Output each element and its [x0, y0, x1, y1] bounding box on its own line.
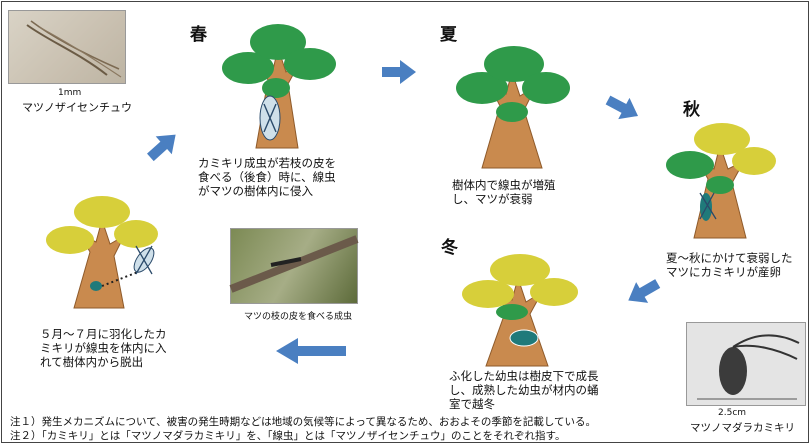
season-autumn: 秋	[683, 100, 700, 120]
caption-summer: 樹体内で線虫が増殖し、マツが衰弱	[452, 178, 556, 206]
branch-image	[229, 235, 359, 293]
arrow-right-spring-summer-icon	[382, 60, 416, 84]
nematode-image	[26, 20, 122, 78]
pine-tree-summer-icon	[456, 46, 570, 169]
note-1: 注１）発生メカニズムについて、被害の発生時期などは地域の気候等によって異なるため…	[10, 416, 597, 428]
note-2: 注２）「カミキリ」とは「マツノマダラカミキリ」を、「線虫」とは「マツノザイセンチ…	[10, 430, 566, 442]
beetle-label: マツノマダラカミキリ	[690, 422, 795, 434]
nematode-photo	[8, 10, 126, 84]
caption-emerge: ５月～７月に羽化したカミキリが線虫を体内に入れて樹体内から脱出	[40, 327, 167, 369]
caption-winter: ふ化した幼虫は樹皮下で成長し、成熟した幼虫が材内の蛹室で越冬	[449, 369, 599, 411]
feeding-photo	[229, 228, 359, 304]
nematode-scale: 1mm	[58, 88, 82, 98]
pine-tree-spring-icon	[222, 24, 336, 149]
pine-tree-autumn-icon	[666, 123, 776, 239]
beetle-photo	[686, 322, 806, 406]
caption-autumn: 夏～秋にかけて衰弱したマツにカミキリが産卵	[666, 251, 793, 279]
arrow-autumn-winter-icon	[628, 279, 661, 303]
pine-tree-emerge-icon	[46, 196, 158, 309]
nematode-label: マツノザイセンチュウ	[22, 101, 132, 114]
beetle-scale: 2.5cm	[718, 408, 747, 418]
feeding-label: マツの枝の皮を食べる成虫	[244, 312, 353, 322]
season-winter: 冬	[441, 238, 458, 258]
beetle-image	[697, 334, 800, 400]
season-spring: 春	[190, 25, 207, 45]
caption-spring: カミキリ成虫が若枝の皮を食べる（後食）時に、線虫がマツの樹体内に侵入	[198, 156, 336, 198]
season-summer: 夏	[440, 25, 457, 45]
arrow-winter-emerge-icon	[276, 338, 346, 364]
pine-tree-winter-icon	[462, 254, 578, 367]
arrow-emerge-spring-icon	[147, 134, 176, 162]
arrow-summer-autumn-icon	[605, 95, 639, 120]
